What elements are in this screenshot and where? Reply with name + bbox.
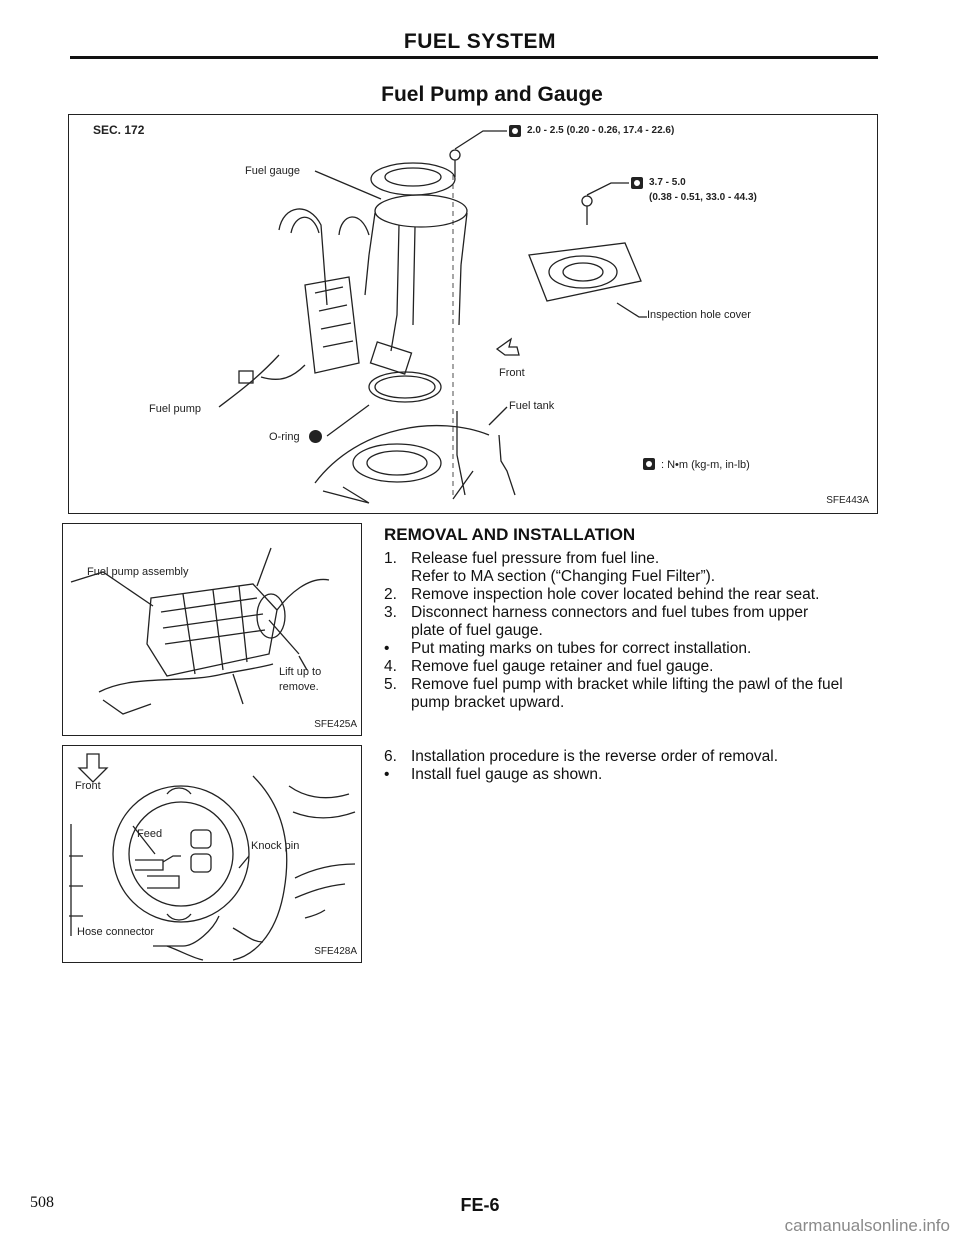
label-fuel-pump-assembly: Fuel pump assembly [87, 566, 189, 578]
torque-spec-2-line1: 3.7 - 5.0 [649, 177, 686, 188]
step-line: Put mating marks on tubes for correct in… [411, 640, 752, 657]
label-feed: Feed [137, 828, 163, 840]
torque-wrench-icon [631, 177, 643, 189]
bullet-marker: • [384, 766, 390, 783]
label-inspection-hole-cover: Inspection hole cover [647, 309, 751, 321]
fuel-system-exploded-drawing [218, 130, 647, 504]
sec-number: SEC. 172 [93, 123, 145, 137]
header-rule [70, 56, 878, 59]
page-header-title: FUEL SYSTEM [403, 30, 557, 53]
label-o-ring: O-ring [269, 431, 300, 443]
step-6: 6. Installation procedure is the reverse… [384, 748, 879, 766]
side-page-number: 508 [30, 1194, 54, 1211]
label-fuel-gauge: Fuel gauge [245, 165, 301, 177]
torque-wrench-icon [643, 458, 655, 470]
front-arrow-icon [83, 752, 105, 774]
torque-wrench-icon [509, 125, 521, 137]
label-fuel-pump: Fuel pump [149, 403, 201, 415]
step-2: 2. Remove inspection hole cover located … [384, 586, 879, 604]
step-number: 3. [384, 604, 397, 621]
removal-steps: 1. Release fuel pressure from fuel line.… [384, 550, 879, 712]
torque-spec-1: 2.0 - 2.5 (0.20 - 0.26, 17.4 - 22.6) [527, 125, 675, 136]
watermark: carmanualsonline.info [784, 1216, 950, 1235]
step-line: plate of fuel gauge. [411, 622, 543, 639]
removal-heading: REMOVAL AND INSTALLATION [384, 525, 636, 544]
footer-page-number: FE-6 [460, 1195, 500, 1215]
label-front: Front [499, 367, 525, 379]
step-number: 6. [384, 748, 397, 765]
step-number: 2. [384, 586, 397, 603]
torque-spec-2-line2: (0.38 - 0.51, 33.0 - 44.3) [649, 192, 757, 203]
step-number: 1. [384, 550, 397, 567]
step-bullet-mating-marks: • Put mating marks on tubes for correct … [384, 640, 879, 658]
o-ring-replace-icon [309, 430, 322, 443]
label-fuel-tank: Fuel tank [509, 400, 555, 412]
figure-fuel-pump-assembly: Fuel pump assembly Lift up to remove. SF… [62, 523, 362, 736]
step-line: Remove inspection hole cover located beh… [411, 586, 820, 603]
installation-steps: 6. Installation procedure is the reverse… [384, 748, 879, 784]
section-title: Fuel Pump and Gauge [381, 83, 603, 106]
bullet-marker: • [384, 640, 390, 657]
step-line: Disconnect harness connectors and fuel t… [411, 604, 809, 621]
step-line: Installation procedure is the reverse or… [411, 748, 779, 765]
step-number: 5. [384, 676, 397, 693]
figure-code: SFE428A [314, 946, 357, 957]
figure-code: SFE425A [314, 719, 357, 730]
step-3: 3. Disconnect harness connectors and fue… [384, 604, 879, 640]
step-line: Refer to MA section (“Changing Fuel Filt… [411, 568, 716, 585]
label-knock-pin: Knock pin [251, 840, 300, 852]
step-1: 1. Release fuel pressure from fuel line.… [384, 550, 879, 586]
step-bullet-install-gauge: • Install fuel gauge as shown. [384, 766, 879, 784]
fuel-gauge-install-drawing [69, 753, 356, 961]
label-front: Front [75, 780, 101, 792]
step-line: Remove fuel pump with bracket while lift… [411, 676, 843, 693]
label-lift-up-line1: Lift up to [279, 666, 322, 678]
step-5: 5. Remove fuel pump with bracket while l… [384, 676, 879, 712]
step-line: Release fuel pressure from fuel line. [411, 550, 660, 567]
step-line: pump bracket upward. [411, 694, 565, 711]
torque-unit-legend: : N•m (kg-m, in-lb) [661, 459, 750, 471]
label-lift-up-line2: remove. [279, 681, 319, 693]
step-line: Install fuel gauge as shown. [411, 766, 603, 783]
step-number: 4. [384, 658, 397, 675]
figure-fuel-gauge-install: Front Feed Knock pin Hose connector SFE4… [62, 745, 362, 963]
label-hose-connector: Hose connector [77, 926, 155, 938]
figure-fuel-pump-gauge: SEC. 172 Fuel gauge Fuel pump O-ring Fro… [68, 114, 878, 514]
step-4: 4. Remove fuel gauge retainer and fuel g… [384, 658, 879, 676]
fuel-pump-removal-drawing [70, 547, 330, 715]
step-line: Remove fuel gauge retainer and fuel gaug… [411, 658, 714, 675]
figure-code: SFE443A [826, 495, 869, 506]
